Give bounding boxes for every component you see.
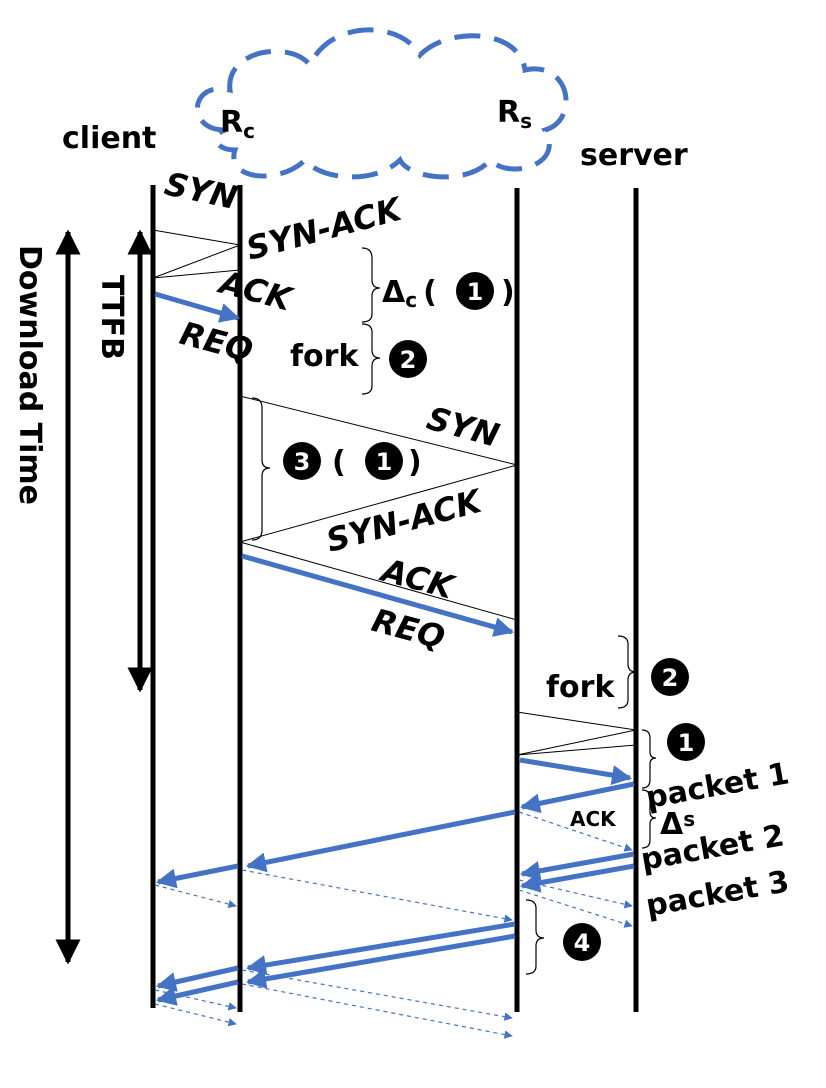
- ack-client-line: [152, 269, 241, 279]
- ack-client-rc-dashed-3: [154, 1003, 237, 1027]
- ttfb-label: TTFB: [94, 275, 129, 360]
- step-1-marker-server: 1: [667, 723, 705, 761]
- ack-client-rc-dashed-2: [154, 989, 237, 1011]
- delta-s-brace: [641, 789, 657, 849]
- packet-1-label: packet 1: [643, 756, 792, 816]
- packet-1-server-rs: [520, 781, 635, 814]
- step-1-marker-rc: 1: [456, 272, 494, 310]
- client-label: client: [62, 121, 156, 156]
- fork-rc-label: fork: [290, 339, 359, 374]
- synack-client-label: SYN-ACK: [242, 189, 407, 267]
- download-time-label: Download Time: [12, 245, 47, 505]
- syn-server-line: [516, 711, 637, 731]
- ack-rc-rs-dashed-2: [241, 969, 513, 1021]
- syn-client-label: SYN: [161, 165, 241, 217]
- ack-small-label: ACK: [570, 807, 617, 831]
- svg-text:2: 2: [662, 664, 679, 692]
- packet-2-server-rs: [520, 851, 635, 881]
- ack-client-label: ACK: [213, 262, 297, 319]
- delta-s-symbol: Δ: [660, 807, 684, 842]
- network-cloud: [195, 27, 569, 180]
- step-3-marker: 3: [283, 442, 321, 480]
- step-1-server-brace: [641, 729, 657, 789]
- syn-client-line: [152, 229, 241, 246]
- ack-rs-server-dashed-2: [518, 879, 633, 909]
- syn-rs-label: SYN: [423, 399, 504, 455]
- fork-server-brace: [617, 635, 637, 709]
- rs-label-main: R: [497, 95, 520, 130]
- svg-text:2: 2: [400, 346, 417, 374]
- delta-c-brace: [361, 247, 381, 323]
- synack-rs-line: [239, 464, 518, 543]
- server-label: server: [580, 138, 688, 173]
- delta-c-sub: c: [405, 288, 417, 312]
- step-3-paren-close: ): [408, 445, 422, 480]
- delta-s-label: Δs: [660, 807, 695, 842]
- ack-client-rc-dashed: [154, 884, 237, 909]
- packet-2-rs-rc: [246, 921, 516, 975]
- svg-text:3: 3: [294, 448, 311, 476]
- ack-rs-server-dashed-3: [518, 889, 633, 928]
- fork-server-label: fork: [546, 670, 615, 705]
- synack-client-line: [152, 244, 241, 279]
- synack-server-line: [516, 729, 637, 756]
- delta-c-paren-close: ): [501, 275, 515, 310]
- ack-rc-rs-dashed: [241, 869, 513, 923]
- rs-label-sub: s: [520, 109, 532, 133]
- step-4-brace: [525, 899, 545, 975]
- step-3-brace: [251, 397, 271, 541]
- packet-1-rc-client: [156, 863, 239, 889]
- req-client-arrow: [154, 291, 240, 323]
- rc-label-sub: c: [243, 119, 255, 143]
- fork-rc-brace: [361, 323, 381, 395]
- rc-label-main: R: [220, 105, 243, 140]
- svg-text:1: 1: [376, 448, 393, 476]
- packet-3-rs-rc: [246, 933, 516, 989]
- req-server-arrow: [519, 757, 632, 785]
- delta-c-symbol: Δ: [382, 275, 406, 310]
- packet-3-server-rs: [520, 863, 635, 893]
- ack-rc-rs-dashed-3: [241, 983, 513, 1039]
- syn-rs-line: [239, 395, 518, 466]
- step-1-marker-rs: 1: [365, 442, 403, 480]
- packet-3-rc-client: [156, 979, 239, 1006]
- rc-label: Rc: [220, 105, 255, 143]
- svg-text:1: 1: [467, 278, 484, 306]
- packet-1-rs-rc: [246, 809, 516, 873]
- step-4-marker: 4: [563, 923, 601, 961]
- delta-s-sub: s: [683, 807, 695, 831]
- step-3-paren-open: (: [332, 445, 346, 480]
- delta-c-label: Δc(: [382, 275, 437, 312]
- svg-text:4: 4: [574, 929, 591, 957]
- svg-text:1: 1: [678, 729, 695, 757]
- req-client-label: REQ: [176, 314, 257, 370]
- rs-label: Rs: [497, 95, 532, 133]
- synack-rs-label: SYN-ACK: [322, 481, 487, 559]
- delta-c-paren-open: (: [423, 275, 437, 310]
- ack-server-line: [516, 744, 637, 756]
- ack-rs-line: [239, 541, 518, 621]
- step-2-marker-rc: 2: [389, 340, 427, 378]
- req-rs-arrow: [241, 553, 514, 637]
- packet-2-rc-client: [156, 965, 239, 992]
- ack-rs-server-dashed: [518, 811, 633, 852]
- step-2-marker-server: 2: [651, 658, 689, 696]
